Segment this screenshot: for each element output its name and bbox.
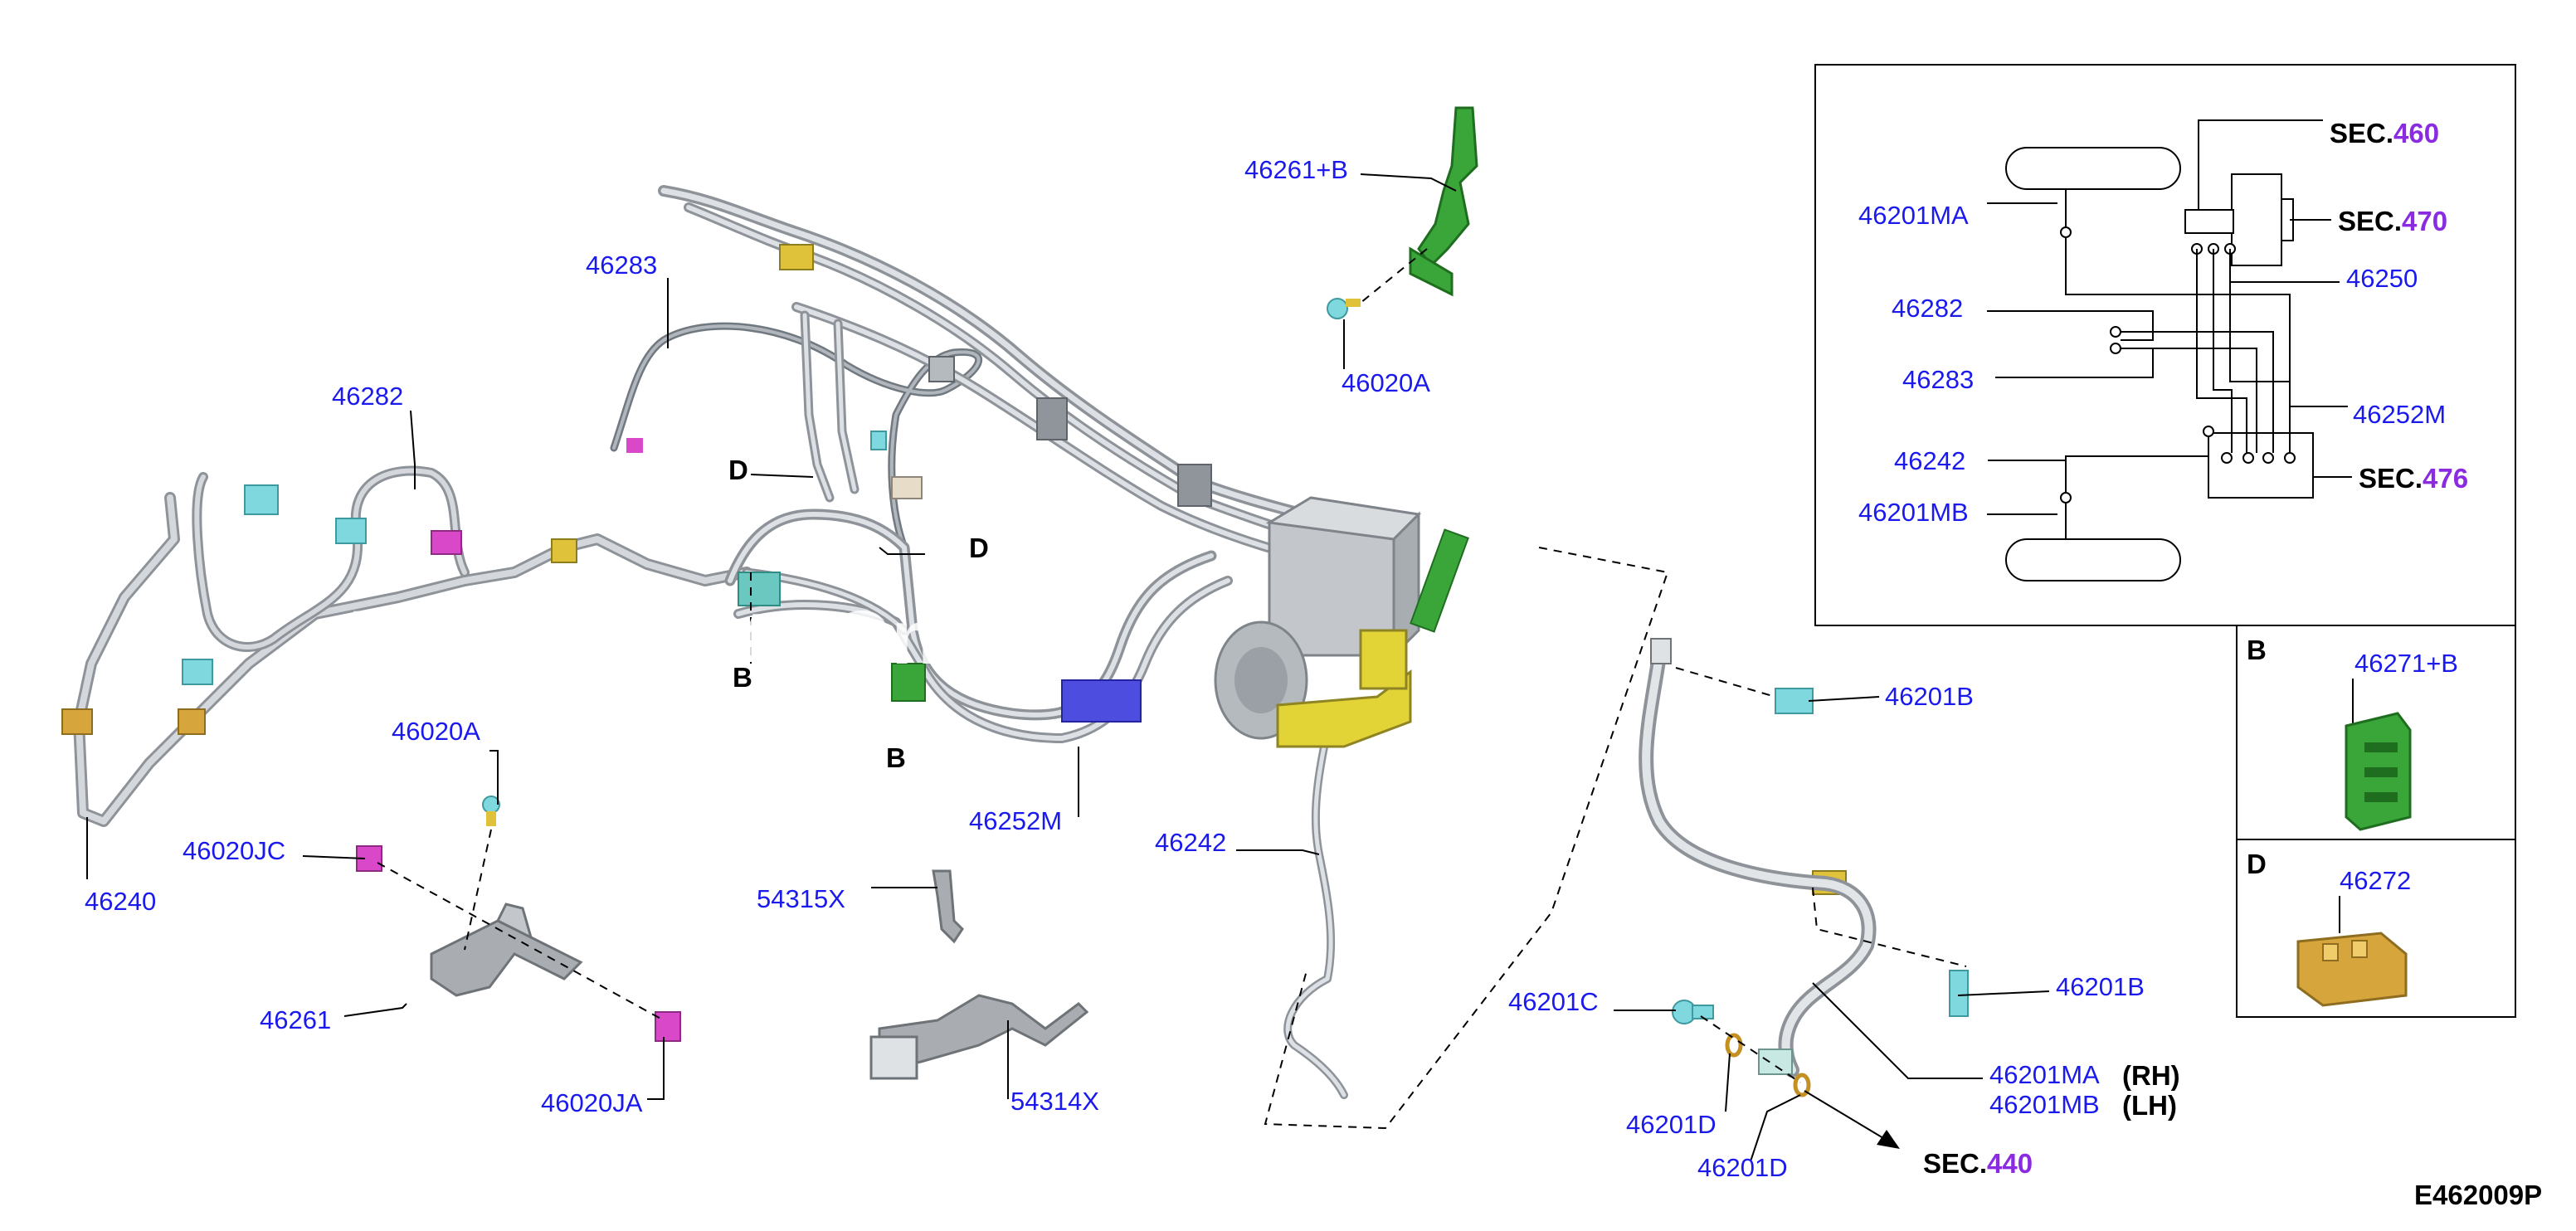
detail-d-part-label[interactable]: 46272 <box>2340 866 2411 895</box>
label-46201d-2[interactable]: 46201D <box>1697 1153 1788 1182</box>
clip-yellow-top[interactable] <box>779 244 814 270</box>
clip-green-b[interactable] <box>891 663 926 702</box>
clip-beige[interactable] <box>891 476 923 499</box>
clip-cyan-46201b-bot[interactable] <box>1949 970 1969 1017</box>
bracket-54315x[interactable] <box>932 869 964 944</box>
detail-d-letter: D <box>2247 849 2267 879</box>
schem-label-46283[interactable]: 46283 <box>1902 365 1974 394</box>
union-bolt-46201c[interactable] <box>1672 1000 1714 1024</box>
label-46261[interactable]: 46261 <box>260 1005 331 1034</box>
label-b-2: B <box>886 742 906 773</box>
schem-label-46282[interactable]: 46282 <box>1892 294 1963 323</box>
schematic-inset: 46201MA 46282 46283 46242 46201MB 46250 … <box>1814 64 2516 626</box>
detail-b-part-label[interactable]: 46271+B <box>2354 649 2458 678</box>
label-46201b-bot[interactable]: 46201B <box>2056 972 2145 1001</box>
clip-cyan-3[interactable] <box>182 659 213 685</box>
clip-gold-2[interactable] <box>178 708 206 735</box>
dashed-leaders <box>377 248 1967 1130</box>
abs-box-icon <box>2208 432 2314 499</box>
part-labels: 46261+B 46020A 46283 46282 D D B B 46252… <box>85 155 2180 1182</box>
label-rh: (RH) <box>2122 1060 2180 1091</box>
label-46201ma[interactable]: 46201MA <box>1989 1060 2100 1089</box>
detail-b-box: B 46271+B <box>2236 625 2516 840</box>
bracket-54314x[interactable] <box>869 994 1089 1080</box>
bracket-46261b[interactable] <box>1409 106 1478 297</box>
label-46252m[interactable]: 46252M <box>969 806 1062 835</box>
clip-cyan-4[interactable] <box>738 572 781 606</box>
label-46020ja[interactable]: 46020JA <box>541 1088 643 1117</box>
label-46201d-1[interactable]: 46201D <box>1626 1110 1717 1139</box>
booster-icon <box>2231 173 2282 266</box>
schem-label-46201mb[interactable]: 46201MB <box>1858 498 1969 527</box>
clip-magenta-1[interactable] <box>431 530 462 555</box>
bolt-46020a[interactable] <box>482 796 500 826</box>
schem-sec476[interactable]: SEC.476 <box>2359 463 2468 494</box>
label-46240[interactable]: 46240 <box>85 887 156 916</box>
clip-46271b[interactable] <box>2345 712 2412 831</box>
washer-46201d-1[interactable] <box>1725 1033 1743 1058</box>
brake-hose-46201ma-mb[interactable] <box>1639 638 1877 1078</box>
clips <box>61 244 1969 1017</box>
clip-cyan-small[interactable] <box>870 431 887 450</box>
tire-bottom-icon <box>2005 538 2181 581</box>
clip-cyan-2[interactable] <box>335 518 367 544</box>
label-46261b[interactable]: 46261+B <box>1244 155 1348 184</box>
label-46282[interactable]: 46282 <box>332 382 403 411</box>
label-46201b-top[interactable]: 46201B <box>1885 682 1974 711</box>
arrow-sec440 <box>1804 1090 1900 1149</box>
schem-sec470[interactable]: SEC.470 <box>2338 206 2447 236</box>
label-b-1: B <box>733 662 752 693</box>
label-46201c[interactable]: 46201C <box>1508 987 1599 1016</box>
diagram-code: E462009P <box>2414 1180 2542 1210</box>
detail-b-letter: B <box>2247 635 2267 665</box>
clip-cyan-1[interactable] <box>244 484 279 515</box>
clip-gold-1[interactable] <box>61 708 93 735</box>
clip-cyan-46201b-top[interactable] <box>1775 688 1814 714</box>
label-d-1: D <box>728 455 748 485</box>
detail-d-box: D 46272 <box>2236 839 2516 1018</box>
label-d-2: D <box>969 533 989 563</box>
bolt-46020a-top[interactable] <box>1327 298 1361 319</box>
tube-connectors <box>928 356 1212 507</box>
washer-46201d-2[interactable] <box>1793 1073 1811 1097</box>
schem-label-46250[interactable]: 46250 <box>2346 264 2418 293</box>
abs-actuator[interactable] <box>1214 496 1422 748</box>
clip-gold-3[interactable] <box>551 538 577 563</box>
label-54314x[interactable]: 54314X <box>1010 1087 1099 1116</box>
label-46020jc[interactable]: 46020JC <box>183 836 285 865</box>
schem-label-46252m[interactable]: 46252M <box>2353 400 2446 429</box>
brake-tube-assembly <box>73 185 1366 1099</box>
tire-top-icon <box>2005 147 2181 190</box>
schem-sec460[interactable]: SEC.460 <box>2330 118 2439 148</box>
label-54315x[interactable]: 54315X <box>757 884 845 913</box>
clip-blue-46252m[interactable] <box>1061 679 1142 723</box>
label-46242[interactable]: 46242 <box>1155 828 1226 857</box>
watermark: Nissan Parts Online <box>348 596 1069 680</box>
clip-magenta-small[interactable] <box>626 438 643 453</box>
clip-46272[interactable] <box>2296 932 2408 1007</box>
label-46201mb[interactable]: 46201MB <box>1989 1090 2100 1119</box>
bracket-46261[interactable] <box>430 903 583 997</box>
schem-label-46201ma[interactable]: 46201MA <box>1858 201 1969 230</box>
schem-label-46242[interactable]: 46242 <box>1894 446 1965 475</box>
leader-lines <box>86 173 2050 1162</box>
clip-green-46261b[interactable] <box>1410 528 1469 633</box>
clip-46020ja[interactable] <box>655 1011 681 1042</box>
label-46020a[interactable]: 46020A <box>392 717 480 746</box>
label-46283[interactable]: 46283 <box>586 251 657 280</box>
label-46020a-top[interactable]: 46020A <box>1342 368 1430 397</box>
label-lh: (LH) <box>2122 1090 2177 1121</box>
label-sec440[interactable]: SEC.440 <box>1923 1148 2033 1179</box>
